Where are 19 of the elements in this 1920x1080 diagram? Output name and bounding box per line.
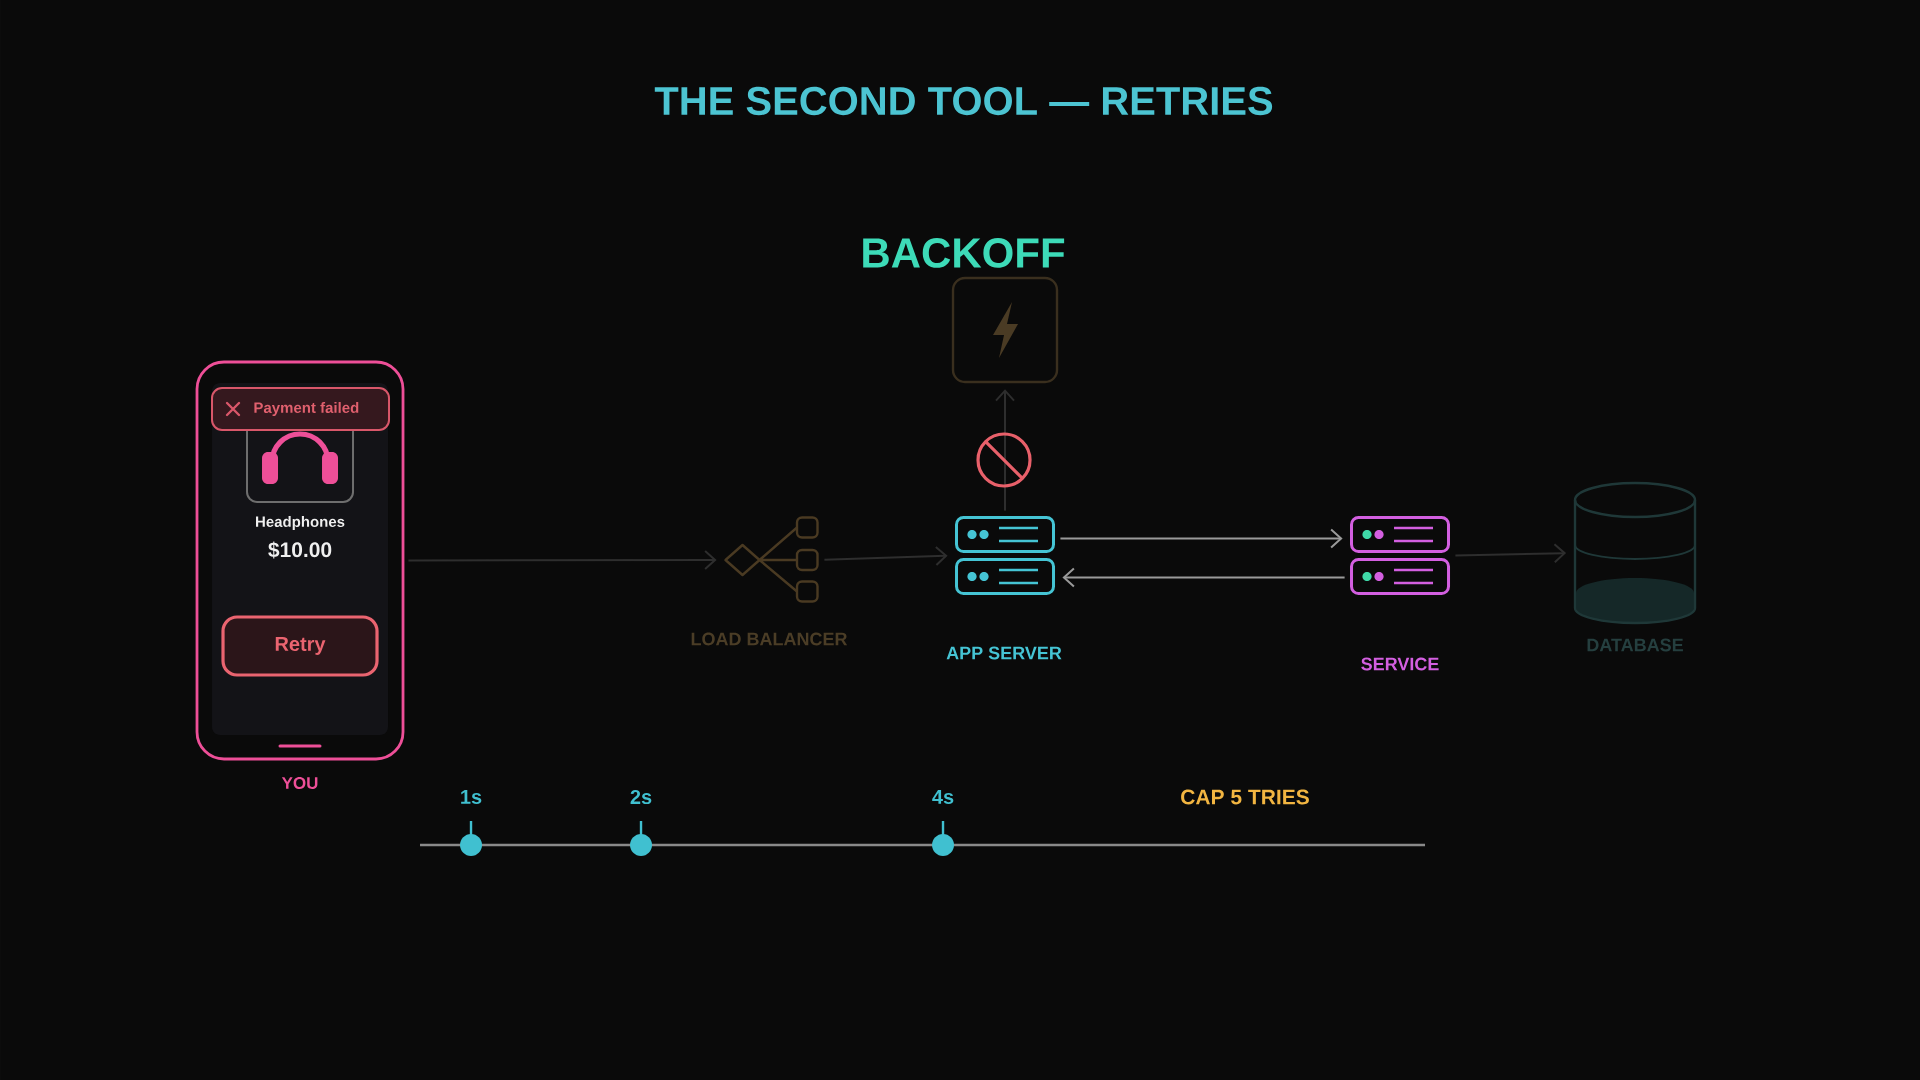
node-label: SERVICE [1361,657,1439,671]
note-text: CAP 5 TRIES [1181,789,1309,805]
price: $10.00 [268,541,332,559]
error-toast: Payment failed [211,387,390,431]
arrow [823,546,948,567]
node-label: APP SERVER [946,646,1062,660]
product-name: Headphones [256,516,345,530]
node-label: YOU [281,777,318,789]
arrow [407,550,717,571]
arrow [1059,528,1343,549]
tick-label: 1s [461,790,482,804]
arrow [995,389,1015,512]
node-label: LOAD BALANCER [691,632,848,646]
arrow [1062,567,1346,588]
tick-label: 2s [630,789,652,805]
retry-button: Retry [221,615,379,677]
arrow [1454,543,1567,564]
title: THE SECOND TOOL — RETRIES [654,86,1273,116]
tick-label: 4s [932,790,954,804]
